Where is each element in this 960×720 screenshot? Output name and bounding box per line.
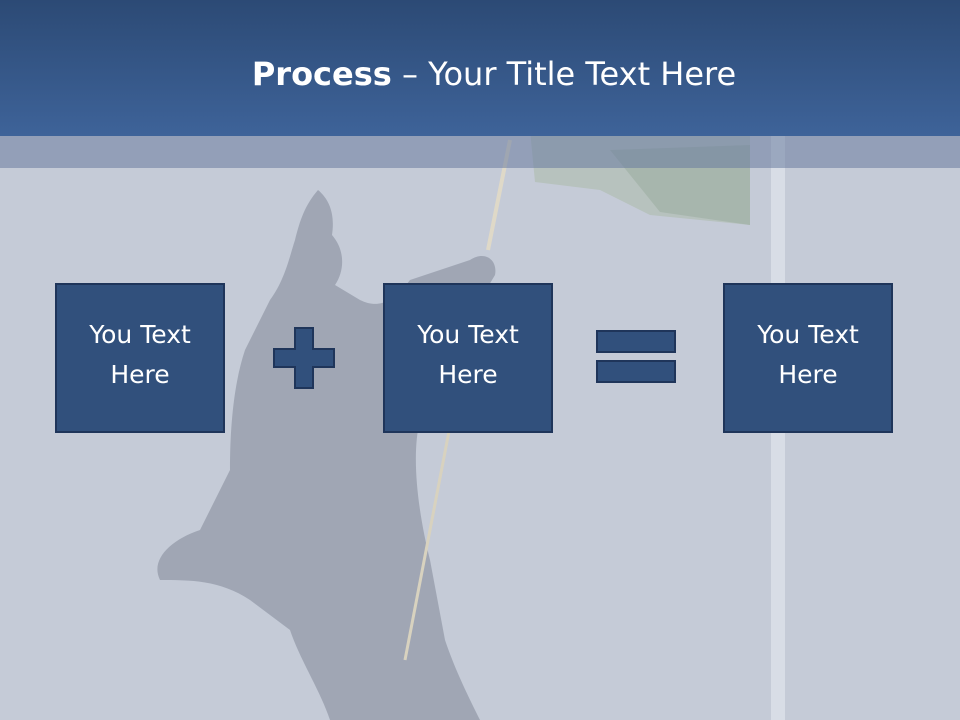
process-box-2-label: You Text Here xyxy=(417,320,519,389)
title-bar xyxy=(0,0,960,136)
process-box-1-label: You Text Here xyxy=(89,320,191,389)
slide-title-rest: – Your Title Text Here xyxy=(391,55,737,93)
slide-title-bold: Process xyxy=(251,55,392,93)
equals-icon xyxy=(596,330,676,383)
process-box-3[interactable]: You Text Here xyxy=(723,283,893,433)
slide-title: Process – Your Title Text Here xyxy=(0,52,960,96)
plus-icon xyxy=(273,327,335,389)
process-box-2[interactable]: You Text Here xyxy=(383,283,553,433)
process-box-1[interactable]: You Text Here xyxy=(55,283,225,433)
process-box-3-label: You Text Here xyxy=(757,320,859,389)
title-underband xyxy=(0,136,960,168)
